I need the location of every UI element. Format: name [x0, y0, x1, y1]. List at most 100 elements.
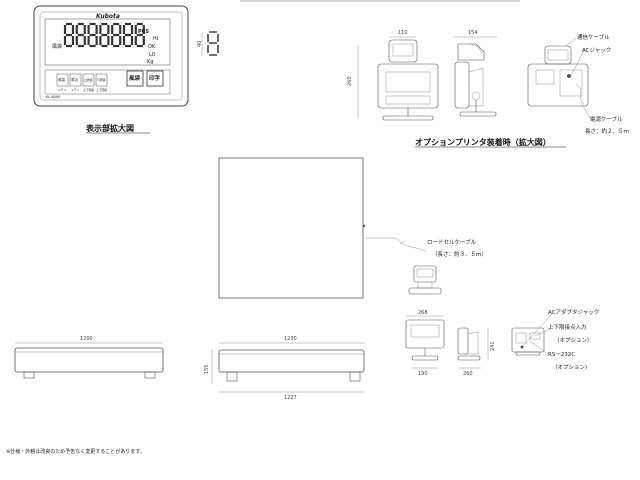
- indicator-rear-base: [515, 351, 541, 356]
- display-caption: 表示部拡大図: [85, 123, 134, 133]
- seven-seg-digit: [99, 22, 110, 48]
- mini-indicator-neck: [417, 282, 433, 289]
- key-zero-memory: [69, 73, 82, 87]
- indicator-pcs: PCS: [138, 29, 149, 35]
- indicator-body-front: [377, 63, 439, 109]
- indicator-front-base: [411, 355, 439, 361]
- main-digits: [63, 22, 145, 48]
- indicator-rear-body: [511, 327, 545, 353]
- right-foot-b: [349, 371, 361, 382]
- seven-seg-digit: [63, 22, 75, 48]
- display-panel-drawing: Kubota 風袋 PCS HI OK LO Kg 風袋 零点 上限値 下限値 …: [33, 5, 219, 134]
- small-dim-value: 40: [197, 41, 203, 47]
- rear-panel-a: [535, 69, 555, 85]
- cable-exit: [362, 224, 366, 228]
- key-caption-4: 上下限値: [96, 88, 107, 92]
- printer-body-front: [388, 39, 418, 63]
- power-cable-rear: [575, 83, 585, 105]
- key-label-1: 風袋: [58, 77, 65, 82]
- left-platform-body: [14, 347, 164, 373]
- callout-rs232c-option: （オプション）: [552, 364, 591, 371]
- key-label-4: 下限値: [97, 77, 106, 82]
- indicator-keys-front: [385, 95, 431, 105]
- indicator-hi: HI: [153, 36, 158, 42]
- rear-panel-b: [559, 69, 583, 97]
- mini-indicator-body: [413, 265, 437, 283]
- indicator-front-lcd: [410, 324, 440, 338]
- stand-base-side: [459, 111, 497, 117]
- dim-b-value: 154: [468, 30, 478, 36]
- rear-port-b: [529, 332, 541, 340]
- keys-row: 風袋 零点 上限値 下限値 風袋 印字 メモリ メモリ 上下限値 上下限値: [56, 70, 164, 92]
- callout-power-length: 長さ：約２．５ｍ: [585, 127, 630, 135]
- side-depth-value: 260: [463, 371, 473, 377]
- ac-jack-rear: [567, 74, 571, 78]
- seven-seg-digit: [87, 22, 98, 48]
- indicator-tare: 風袋: [52, 43, 62, 50]
- indicator-height-value: 241: [490, 341, 496, 351]
- printer-paper-front: [392, 43, 414, 57]
- callout-ac-adapter: ACアダプタジャック: [548, 308, 599, 316]
- key-caption-2: メモリ: [71, 88, 80, 92]
- printer-body-rear: [544, 45, 572, 65]
- side-view-left: 1200: [14, 336, 164, 379]
- key-lower-limit: [95, 73, 108, 87]
- platform-top-view: ロードセルケーブル （長さ：約３．５ｍ）: [218, 157, 487, 299]
- indicator-body-rear: [527, 63, 589, 107]
- callout-limit-line: [534, 328, 551, 337]
- key-caption-1: メモリ: [58, 88, 67, 92]
- printer-curve-side: [469, 43, 483, 55]
- left-foot-b: [144, 371, 156, 379]
- panel-inner-frame: [39, 11, 183, 101]
- callout-ac-adapter-line: [521, 313, 553, 348]
- cable-length: （長さ：約３．５ｍ）: [432, 250, 487, 258]
- callout-power-cable: 電源ケーブル: [590, 115, 623, 123]
- right-platform-body: [218, 349, 365, 373]
- stand-base-front: [382, 115, 434, 121]
- seven-seg-digit: [75, 22, 86, 48]
- height-value: 155: [204, 364, 210, 374]
- indicator-lo: LO: [149, 52, 156, 58]
- printer-option-drawing: 110 260 154 通信ケーブル ACジャック 電源ケーブル 長: [347, 30, 630, 148]
- indicator-side-base: [457, 355, 481, 361]
- seven-seg-digit: [134, 22, 145, 48]
- callout-ac-line: [570, 49, 585, 77]
- callout-limit-option: （オプション）: [554, 337, 593, 344]
- mini-indicator-screen: [416, 268, 434, 278]
- callout-ac-jack: ACジャック: [582, 47, 611, 54]
- key-tare-memory: [56, 73, 69, 87]
- printer-body-side: [457, 43, 485, 61]
- key-tare: [126, 70, 144, 87]
- key-label-2: 零点: [71, 77, 78, 82]
- loadcell-cable: [365, 237, 428, 253]
- callout-comm-line: [565, 37, 577, 47]
- mini-indicator-base: [408, 287, 442, 295]
- knob-side: [471, 91, 481, 101]
- right-foot-a: [226, 371, 238, 382]
- printer-caption: オプションプリンタ装着時（拡大図）: [415, 137, 551, 147]
- key-label-tare: 風袋: [129, 74, 141, 82]
- footnote: ※仕様・外観は改良のため予告なく変更することがあります。: [6, 448, 145, 455]
- indicator-side-bracket: [467, 331, 479, 355]
- indicator-body-side: [454, 61, 470, 109]
- callout-comm-cable: 通信ケーブル: [577, 33, 610, 41]
- printer-slot-rear: [547, 49, 569, 61]
- small-digit-drawing: 40: [197, 31, 219, 56]
- left-foot-a: [23, 371, 35, 379]
- platform-plate: [218, 157, 364, 299]
- brand-logo: Kubota: [96, 13, 120, 20]
- callout-limit-input: 上下限接点入力: [548, 323, 587, 331]
- dim-h-value: 260: [347, 76, 353, 86]
- side-view-right: 1230 155 1227: [204, 336, 365, 401]
- indicator-lcd-front: [385, 71, 431, 93]
- seven-seg-digit: [111, 22, 122, 48]
- key-label-print: 印字: [149, 74, 161, 82]
- indicator-ok: OK: [148, 44, 156, 50]
- right-width-value: 1230: [284, 336, 297, 342]
- left-width-value: 1200: [80, 336, 93, 342]
- callout-power-line: [581, 103, 591, 119]
- cable-leader: [399, 240, 406, 245]
- base-width-value: 190: [418, 371, 428, 377]
- cable-label: ロードセルケーブル: [427, 238, 477, 246]
- callout-rs232c: RS－232C: [548, 352, 575, 358]
